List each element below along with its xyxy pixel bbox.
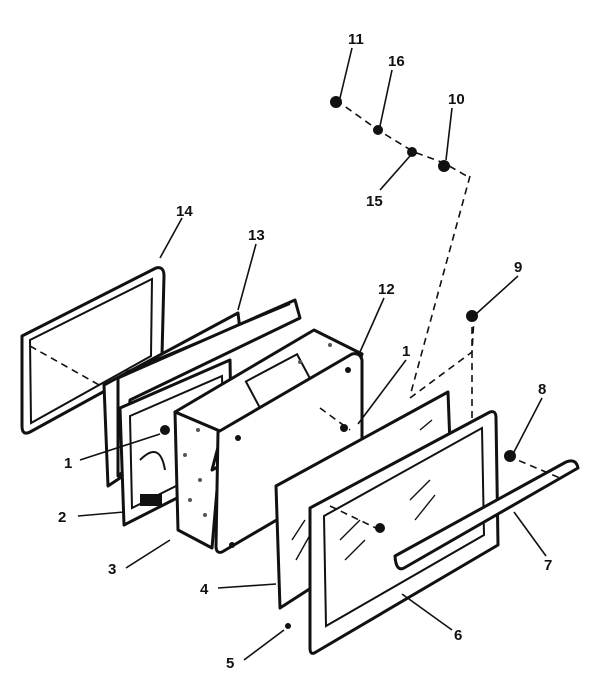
washer-16 (373, 125, 383, 135)
alignment-line-top (409, 175, 471, 397)
alignment-line-hardware (335, 99, 471, 179)
screw-8 (504, 450, 516, 462)
leader-2 (77, 511, 125, 517)
part-7-handle (393, 459, 580, 571)
leader-9 (475, 275, 519, 315)
part-6-door-frame (308, 410, 500, 655)
callout-15: 15 (366, 193, 383, 210)
callout-8: 8 (538, 381, 546, 398)
leader-1a (79, 433, 161, 461)
callout-10: 10 (448, 91, 465, 108)
alignment-line-8 (507, 455, 561, 479)
callout-9: 9 (514, 259, 522, 276)
spacer-15 (407, 147, 417, 157)
screw-9 (466, 310, 478, 322)
callout-7: 7 (544, 557, 552, 574)
leader-1b (357, 359, 407, 425)
leader-15 (379, 155, 411, 191)
leader-16 (379, 69, 393, 127)
callout-6: 6 (454, 627, 462, 644)
nut-10 (438, 160, 450, 172)
callout-16: 16 (388, 53, 405, 70)
callout-1a: 1 (64, 455, 72, 472)
leader-13 (237, 243, 257, 311)
screw-11 (330, 96, 342, 108)
alignment-line-12 (319, 407, 351, 431)
part-13-frame (102, 298, 302, 488)
callout-1b: 1 (402, 343, 410, 360)
callout-11: 11 (348, 31, 364, 48)
leader-12 (359, 297, 385, 353)
leader-3 (125, 539, 171, 569)
callout-14: 14 (176, 203, 193, 220)
leader-14 (159, 217, 183, 259)
callout-5: 5 (226, 655, 234, 672)
callout-3: 3 (108, 561, 116, 578)
callout-13: 13 (248, 227, 265, 244)
leader-10 (445, 107, 453, 161)
alignment-line-9 (409, 317, 475, 399)
alignment-line-4 (329, 505, 381, 531)
leader-7 (513, 511, 547, 557)
screw-1b (340, 424, 348, 432)
callout-2: 2 (58, 509, 66, 526)
leader-8 (513, 397, 543, 453)
callout-12: 12 (378, 281, 395, 298)
leader-11 (339, 47, 353, 99)
leader-5 (243, 629, 285, 661)
clip-4 (375, 523, 385, 533)
clip-5 (285, 623, 291, 629)
alignment-line-14 (29, 345, 109, 391)
leader-4 (217, 583, 277, 589)
callout-4: 4 (200, 581, 209, 598)
leader-6 (401, 593, 453, 631)
